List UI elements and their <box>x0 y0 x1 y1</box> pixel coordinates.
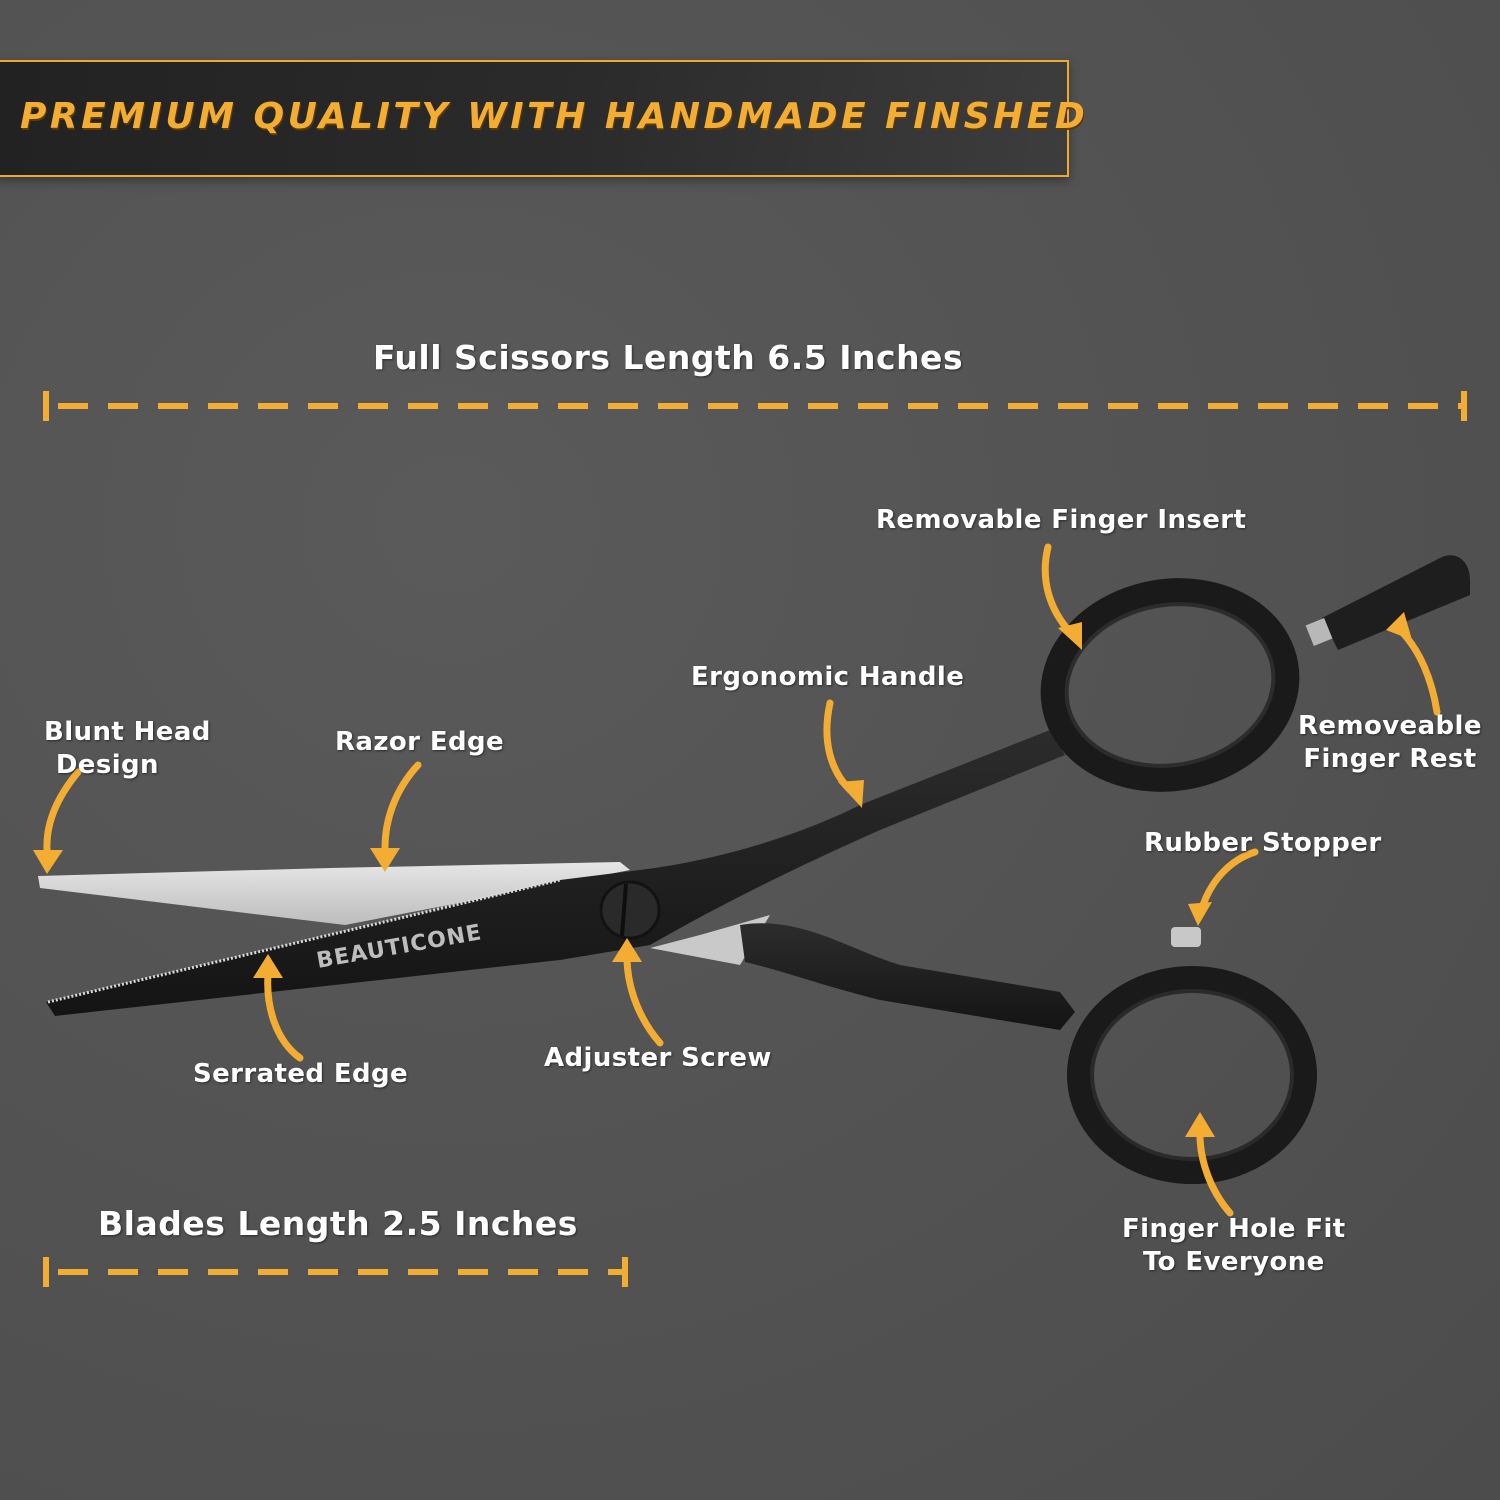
arrow-blunt-head-icon <box>43 768 82 854</box>
callout-adjuster-screw: Adjuster Screw <box>544 1043 772 1073</box>
blades-length-ruler <box>43 1257 628 1287</box>
callout-rubber-stopper: Rubber Stopper <box>1144 828 1382 858</box>
callout-blunt-head: Blunt Head Design <box>44 716 211 781</box>
arrow-adjuster-screw-icon <box>623 956 664 1047</box>
arrow-ergonomic-handle-icon <box>823 699 854 794</box>
rubber-stopper <box>1171 927 1201 947</box>
finger-hole-line2: To Everyone <box>1142 1246 1325 1277</box>
arrow-serrated-edge-icon <box>264 971 304 1062</box>
finger-rest-part <box>1305 555 1470 650</box>
callout-finger-insert: Removable Finger Insert <box>876 505 1247 535</box>
callout-serrated-edge: Serrated Edge <box>193 1059 409 1089</box>
full-length-label: Full Scissors Length 6.5 Inches <box>373 338 964 377</box>
callout-finger-hole: Finger Hole Fit To Everyone <box>1122 1213 1346 1278</box>
blades-length-label: Blades Length 2.5 Inches <box>98 1204 578 1243</box>
blunt-head-line2: Design <box>55 749 159 780</box>
full-length-ruler <box>43 391 1467 421</box>
arrow-rubber-stopper-icon <box>1199 848 1259 909</box>
bottom-finger-ring <box>1067 966 1317 1184</box>
blunt-head-line1: Blunt Head <box>44 717 211 747</box>
callout-ergonomic-handle: Ergonomic Handle <box>691 662 965 692</box>
callout-razor-edge: Razor Edge <box>335 727 505 757</box>
serrated-blade <box>46 730 1065 1016</box>
arrow-finger-hole-icon <box>1196 1131 1234 1217</box>
lower-blade-sliver <box>650 915 770 965</box>
top-finger-ring <box>1040 578 1300 792</box>
razor-blade <box>38 862 630 925</box>
title-banner: PREMIUM QUALITY WITH HANDMADE FINSHED <box>0 60 1089 177</box>
adjuster-screw <box>599 880 661 940</box>
arrow-finger-rest-icon <box>1396 626 1441 716</box>
arrow-razor-edge-icon <box>381 761 422 852</box>
lower-handle <box>740 923 1075 1030</box>
arrow-finger-insert-icon <box>1041 543 1074 636</box>
banner-title: PREMIUM QUALITY WITH HANDMADE FINSHED <box>20 96 1089 137</box>
finger-rest-line1: Removeable <box>1298 711 1482 741</box>
finger-rest-line2: Finger Rest <box>1303 743 1477 774</box>
finger-hole-line1: Finger Hole Fit <box>1122 1214 1346 1244</box>
callout-finger-rest: Removeable Finger Rest <box>1298 710 1482 775</box>
